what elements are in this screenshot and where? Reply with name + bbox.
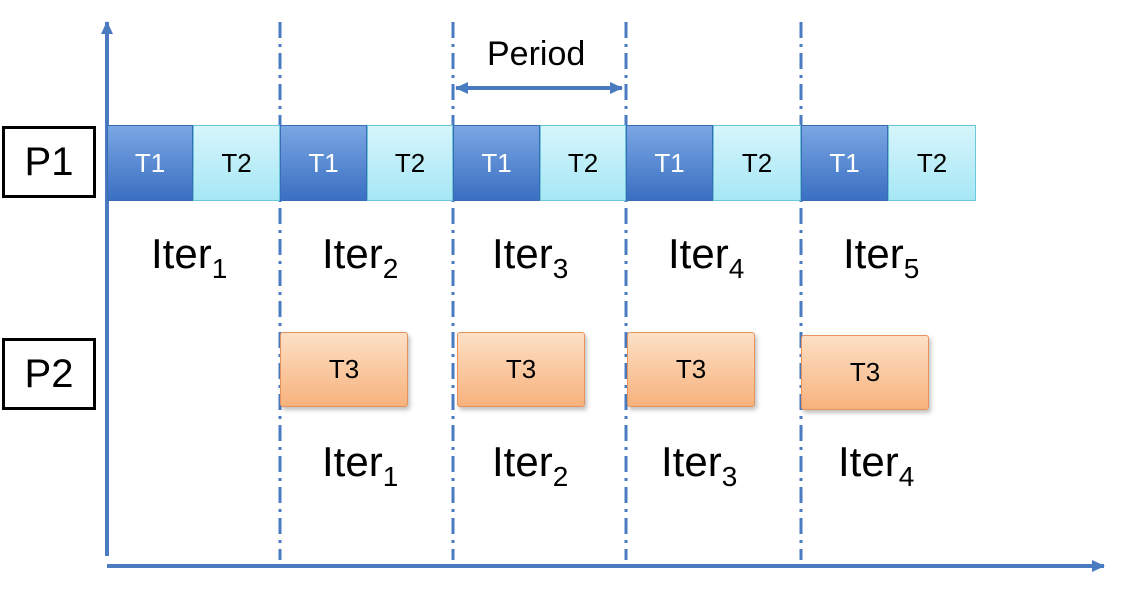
iteration-label-base: Iter	[492, 230, 553, 277]
p1-iteration-label: Iter3	[492, 230, 568, 283]
p1-iteration-label: Iter5	[843, 230, 919, 283]
p1-task-block-t1: T1	[801, 125, 888, 201]
p2-iteration-label: Iter1	[322, 438, 398, 491]
p1-task-block-t1: T1	[280, 125, 367, 201]
iteration-label-subscript: 4	[898, 461, 915, 492]
iteration-label-base: Iter	[661, 438, 722, 485]
iteration-label-base: Iter	[322, 230, 383, 277]
p1-task-block-t1: T1	[626, 125, 713, 201]
iteration-label-base: Iter	[492, 438, 553, 485]
p2-task-block-t3: T3	[627, 332, 755, 407]
iteration-label-base: Iter	[843, 230, 904, 277]
p1-task-block-t2: T2	[540, 125, 626, 201]
p1-task-block-t1: T1	[107, 125, 193, 201]
p2-task-block-t3: T3	[280, 332, 408, 407]
iteration-label-subscript: 2	[552, 461, 569, 492]
iteration-label-base: Iter	[322, 438, 383, 485]
period-label: Period	[487, 35, 586, 73]
iteration-label-subscript: 4	[728, 253, 745, 284]
p1-iteration-label: Iter1	[151, 230, 227, 283]
p2-task-block-t3: T3	[457, 332, 585, 407]
processor-label-p1: P1	[2, 126, 96, 198]
p1-iteration-label: Iter4	[668, 230, 744, 283]
iteration-label-subscript: 3	[552, 253, 569, 284]
p2-iteration-label: Iter2	[492, 438, 568, 491]
iteration-label-base: Iter	[838, 438, 899, 485]
iteration-label-subscript: 5	[903, 253, 920, 284]
processor-label-p2: P2	[2, 338, 96, 410]
p1-task-block-t1: T1	[453, 125, 540, 201]
iteration-label-subscript: 1	[211, 253, 228, 284]
p1-iteration-label: Iter2	[322, 230, 398, 283]
iteration-label-base: Iter	[668, 230, 729, 277]
p1-task-block-t2: T2	[888, 125, 976, 201]
p2-iteration-label: Iter4	[838, 438, 914, 491]
p1-task-block-t2: T2	[713, 125, 801, 201]
p1-task-block-t2: T2	[193, 125, 280, 201]
p2-iteration-label: Iter3	[661, 438, 737, 491]
iteration-label-base: Iter	[151, 230, 212, 277]
iteration-label-subscript: 3	[721, 461, 738, 492]
iteration-label-subscript: 2	[382, 253, 399, 284]
iteration-label-subscript: 1	[382, 461, 399, 492]
p1-task-block-t2: T2	[367, 125, 453, 201]
p2-task-block-t3: T3	[801, 335, 929, 410]
